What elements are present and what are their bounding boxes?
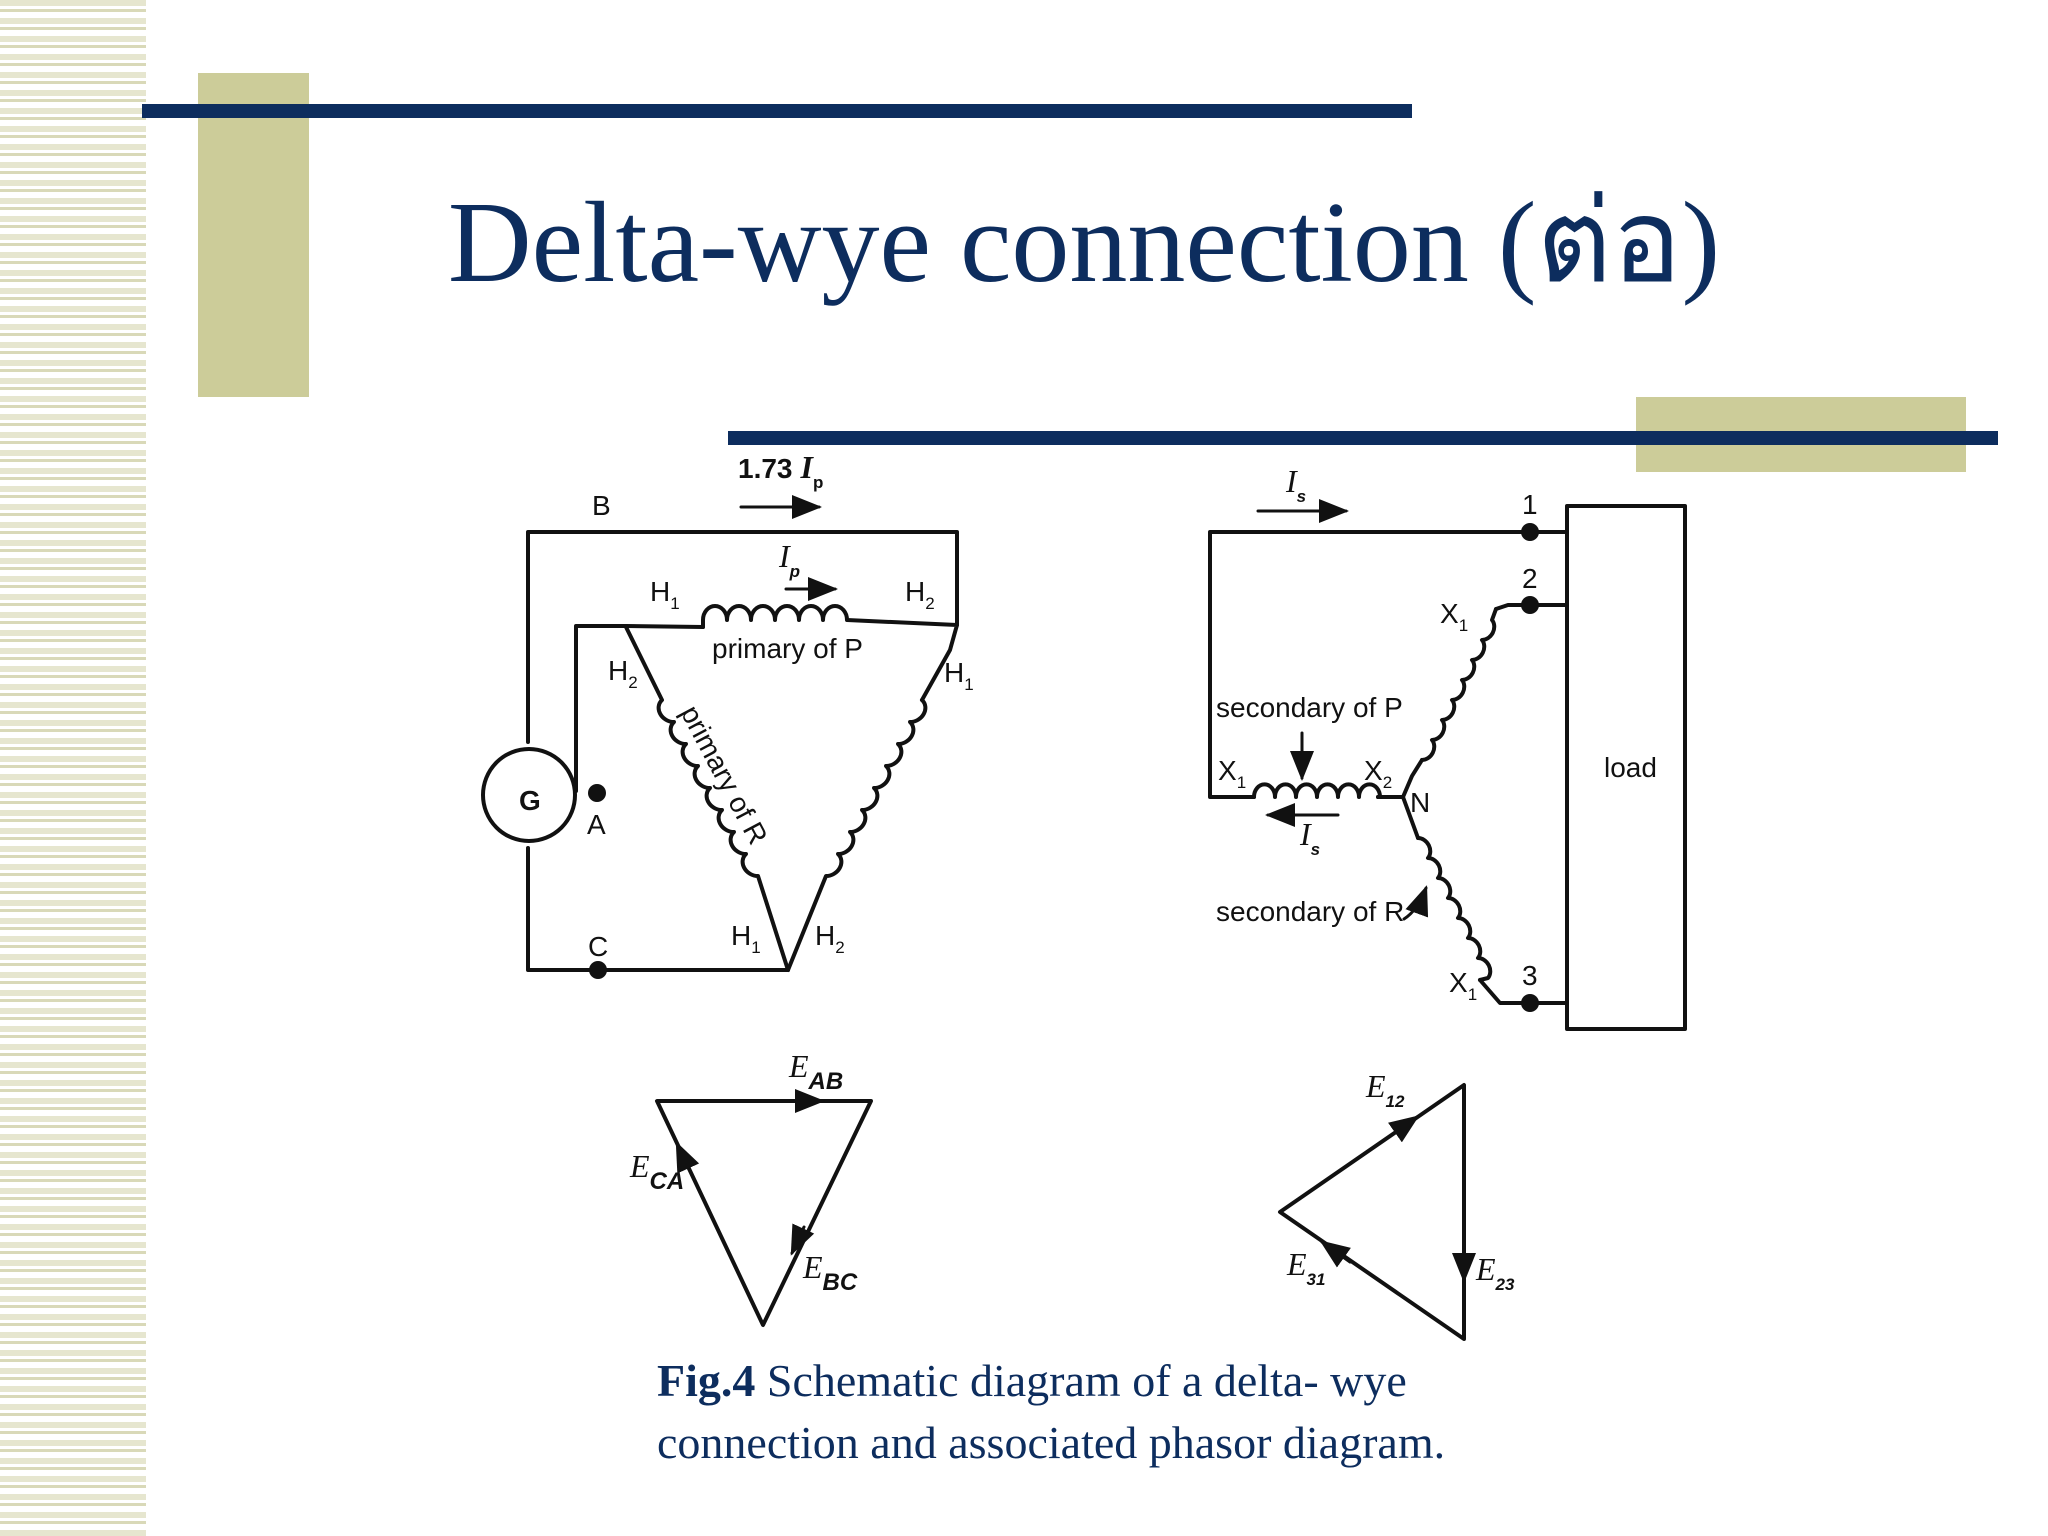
generator-symbol [481,747,577,843]
phasor-arrow-EBC [790,1223,815,1256]
phasor-label-ECA: ECA [629,1148,684,1195]
title-rule-bottom [728,431,1998,445]
terminal-A [588,784,606,802]
primary-wiring [526,530,959,972]
H1-bottom-label: H1 [731,920,761,957]
secondary-current-top-label: Is [1285,463,1306,506]
H2-primary-P-label: H2 [905,576,935,613]
load-label: load [1604,752,1657,783]
caption-fig-label: Fig.4 [657,1355,756,1406]
terminal-2-label: 2 [1522,563,1538,594]
terminal-3-label: 3 [1522,960,1538,991]
page-title: Delta-wye connection (ต่อ) [447,179,1721,307]
secondary-R-coil [1416,835,1493,982]
node-B-label: B [592,490,611,521]
title-rule-top [142,104,1412,118]
secondary-R-label: secondary of R [1216,896,1404,927]
primary-P-label: primary of P [712,633,863,664]
third-primary-coil [786,698,928,972]
caption-text-1: Schematic diagram of a delta- wye [755,1355,1407,1406]
phasor-label-EBC: EBC [802,1249,858,1296]
left-stripe-decoration [0,0,146,1536]
delta-phasor-triangle [655,1099,873,1327]
node-C-label: C [588,931,608,962]
H1-primary-P-label: H1 [650,576,680,613]
H2-bottom-label: H2 [815,920,845,957]
X1-top-label: X1 [1440,598,1468,635]
terminal-3 [1521,994,1539,1012]
secondary-current-bottom-label: Is [1299,816,1320,859]
generator-label: G [519,785,541,816]
phasor-arrow-E12 [1388,1115,1420,1143]
phasor-arrow-ECA [675,1141,700,1174]
phasor-label-E31: E31 [1286,1246,1325,1289]
secondary-R-pointer [1402,885,1429,921]
secondary-P-coil [1252,782,1382,799]
primary-P-coil [701,604,959,702]
terminal-2 [1521,596,1539,614]
secondary-P-label: secondary of P [1216,692,1403,723]
terminal-C [589,961,607,979]
phase-current-label: Ip [778,538,800,581]
phasor-arrow-E31 [1319,1240,1352,1268]
caption-line-2: connection and associated phasor diagram… [657,1417,1446,1468]
neutral-N-label: N [1410,787,1430,818]
H1-right-label: H1 [944,657,974,694]
X1-bottom-label: X1 [1449,967,1477,1004]
wye-phasor-triangle [1278,1083,1466,1341]
phasor-label-E23: E23 [1475,1251,1515,1294]
phasor-label-EAB: EAB [788,1048,843,1095]
X2-label: X2 [1364,755,1392,792]
H2-left-label: H2 [608,655,638,692]
X1-left-label: X1 [1218,755,1246,792]
terminal-1-label: 1 [1522,489,1538,520]
load-box [1565,504,1687,1031]
caption-line-1: Fig.4 Schematic diagram of a delta- wye [657,1350,1857,1412]
secondary-coil-2 [1420,607,1498,763]
phasor-label-E12: E12 [1365,1068,1405,1111]
accent-box-top-left [198,73,309,397]
terminal-1 [1521,523,1539,541]
primary-R-coil [624,625,790,972]
figure-caption: Fig.4 Schematic diagram of a delta- wye … [657,1350,1857,1474]
node-A-label: A [587,809,606,840]
